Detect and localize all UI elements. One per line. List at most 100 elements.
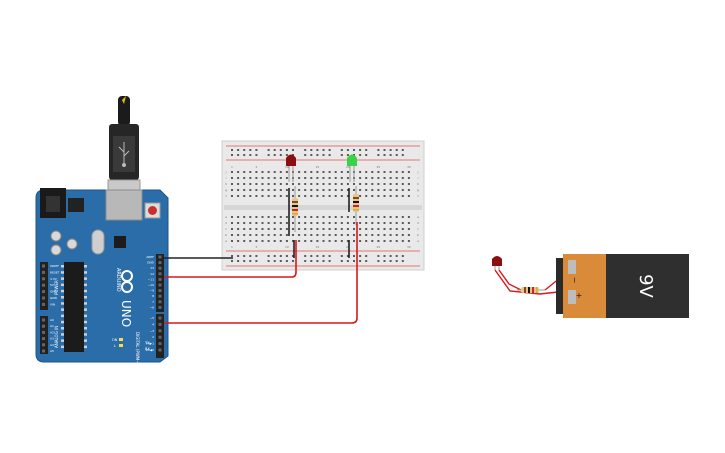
terminal-hole[interactable] (243, 216, 246, 218)
terminal-hole[interactable] (255, 228, 258, 230)
header-pin[interactable] (158, 261, 162, 265)
terminal-hole[interactable] (249, 240, 252, 242)
terminal-hole[interactable] (249, 189, 252, 191)
rail-hole[interactable] (365, 255, 368, 257)
header-pin[interactable] (42, 324, 45, 328)
terminal-hole[interactable] (340, 171, 343, 173)
terminal-hole[interactable] (359, 183, 362, 185)
terminal-hole[interactable] (334, 177, 337, 179)
terminal-hole[interactable] (359, 216, 362, 218)
rail-hole[interactable] (292, 260, 294, 262)
terminal-hole[interactable] (371, 183, 374, 185)
terminal-hole[interactable] (304, 171, 307, 173)
rail-hole[interactable] (237, 149, 240, 151)
rail-hole[interactable] (340, 260, 343, 262)
terminal-hole[interactable] (298, 222, 301, 224)
terminal-hole[interactable] (340, 183, 343, 185)
rail-hole[interactable] (285, 154, 288, 156)
terminal-hole[interactable] (407, 216, 410, 218)
rail-hole[interactable] (359, 255, 362, 257)
terminal-hole[interactable] (310, 171, 313, 173)
terminal-hole[interactable] (365, 183, 368, 185)
terminal-hole[interactable] (383, 234, 386, 236)
rail-hole[interactable] (273, 260, 276, 262)
terminal-hole[interactable] (255, 195, 258, 197)
rail-hole[interactable] (310, 154, 313, 156)
rail-hole[interactable] (285, 149, 288, 151)
terminal-hole[interactable] (365, 216, 368, 218)
terminal-hole[interactable] (322, 234, 325, 236)
terminal-hole[interactable] (328, 228, 331, 230)
rail-hole[interactable] (346, 149, 349, 151)
rail-hole[interactable] (328, 255, 331, 257)
terminal-hole[interactable] (377, 189, 380, 191)
terminal-hole[interactable] (377, 183, 380, 185)
terminal-hole[interactable] (322, 240, 325, 242)
rail-hole[interactable] (285, 260, 288, 262)
terminal-hole[interactable] (316, 183, 319, 185)
rail-hole[interactable] (401, 149, 404, 151)
terminal-hole[interactable] (322, 222, 325, 224)
terminal-hole[interactable] (279, 222, 282, 224)
terminal-hole[interactable] (267, 216, 270, 218)
terminal-hole[interactable] (298, 189, 301, 191)
rail-hole[interactable] (292, 255, 294, 257)
terminal-hole[interactable] (359, 171, 362, 173)
terminal-hole[interactable] (401, 183, 404, 185)
rail-hole[interactable] (237, 154, 240, 156)
rail-hole[interactable] (231, 149, 233, 151)
terminal-hole[interactable] (395, 216, 398, 218)
terminal-hole[interactable] (316, 189, 319, 191)
terminal-hole[interactable] (255, 177, 258, 179)
terminal-hole[interactable] (298, 183, 301, 185)
terminal-hole[interactable] (383, 240, 386, 242)
rail-hole[interactable] (316, 149, 319, 151)
terminal-hole[interactable] (322, 189, 325, 191)
rail-hole[interactable] (243, 154, 246, 156)
terminal-hole[interactable] (310, 222, 313, 224)
header-pin[interactable] (158, 277, 162, 281)
terminal-hole[interactable] (298, 234, 301, 236)
terminal-hole[interactable] (401, 195, 404, 197)
header-pin[interactable] (158, 329, 162, 333)
rail-hole[interactable] (377, 149, 380, 151)
terminal-hole[interactable] (316, 228, 319, 230)
terminal-hole[interactable] (237, 171, 240, 173)
red-led[interactable] (286, 154, 296, 183)
terminal-hole[interactable] (377, 222, 380, 224)
rail-hole[interactable] (340, 255, 343, 257)
rail-hole[interactable] (346, 260, 349, 262)
rail-hole[interactable] (377, 255, 380, 257)
terminal-hole[interactable] (279, 177, 282, 179)
terminal-hole[interactable] (243, 228, 246, 230)
header-pin[interactable] (158, 316, 162, 320)
rail-hole[interactable] (365, 154, 368, 156)
terminal-hole[interactable] (377, 177, 380, 179)
terminal-hole[interactable] (328, 222, 331, 224)
terminal-hole[interactable] (401, 177, 404, 179)
rail-hole[interactable] (285, 255, 288, 257)
terminal-hole[interactable] (261, 240, 264, 242)
rail-hole[interactable] (292, 149, 294, 151)
terminal-hole[interactable] (322, 216, 325, 218)
terminal-hole[interactable] (273, 216, 276, 218)
terminal-hole[interactable] (346, 240, 349, 242)
terminal-hole[interactable] (328, 240, 331, 242)
rail-hole[interactable] (328, 149, 331, 151)
terminal-hole[interactable] (359, 234, 362, 236)
terminal-hole[interactable] (401, 228, 404, 230)
terminal-hole[interactable] (389, 195, 392, 197)
rail-hole[interactable] (322, 255, 325, 257)
rail-hole[interactable] (231, 255, 233, 257)
terminal-hole[interactable] (255, 216, 258, 218)
terminal-hole[interactable] (231, 222, 233, 224)
terminal-hole[interactable] (237, 183, 240, 185)
terminal-hole[interactable] (371, 216, 374, 218)
rail-hole[interactable] (304, 154, 307, 156)
terminal-hole[interactable] (304, 195, 307, 197)
terminal-hole[interactable] (371, 177, 374, 179)
terminal-hole[interactable] (298, 177, 301, 179)
rail-hole[interactable] (346, 255, 349, 257)
terminal-hole[interactable] (310, 177, 313, 179)
terminal-hole[interactable] (231, 240, 233, 242)
